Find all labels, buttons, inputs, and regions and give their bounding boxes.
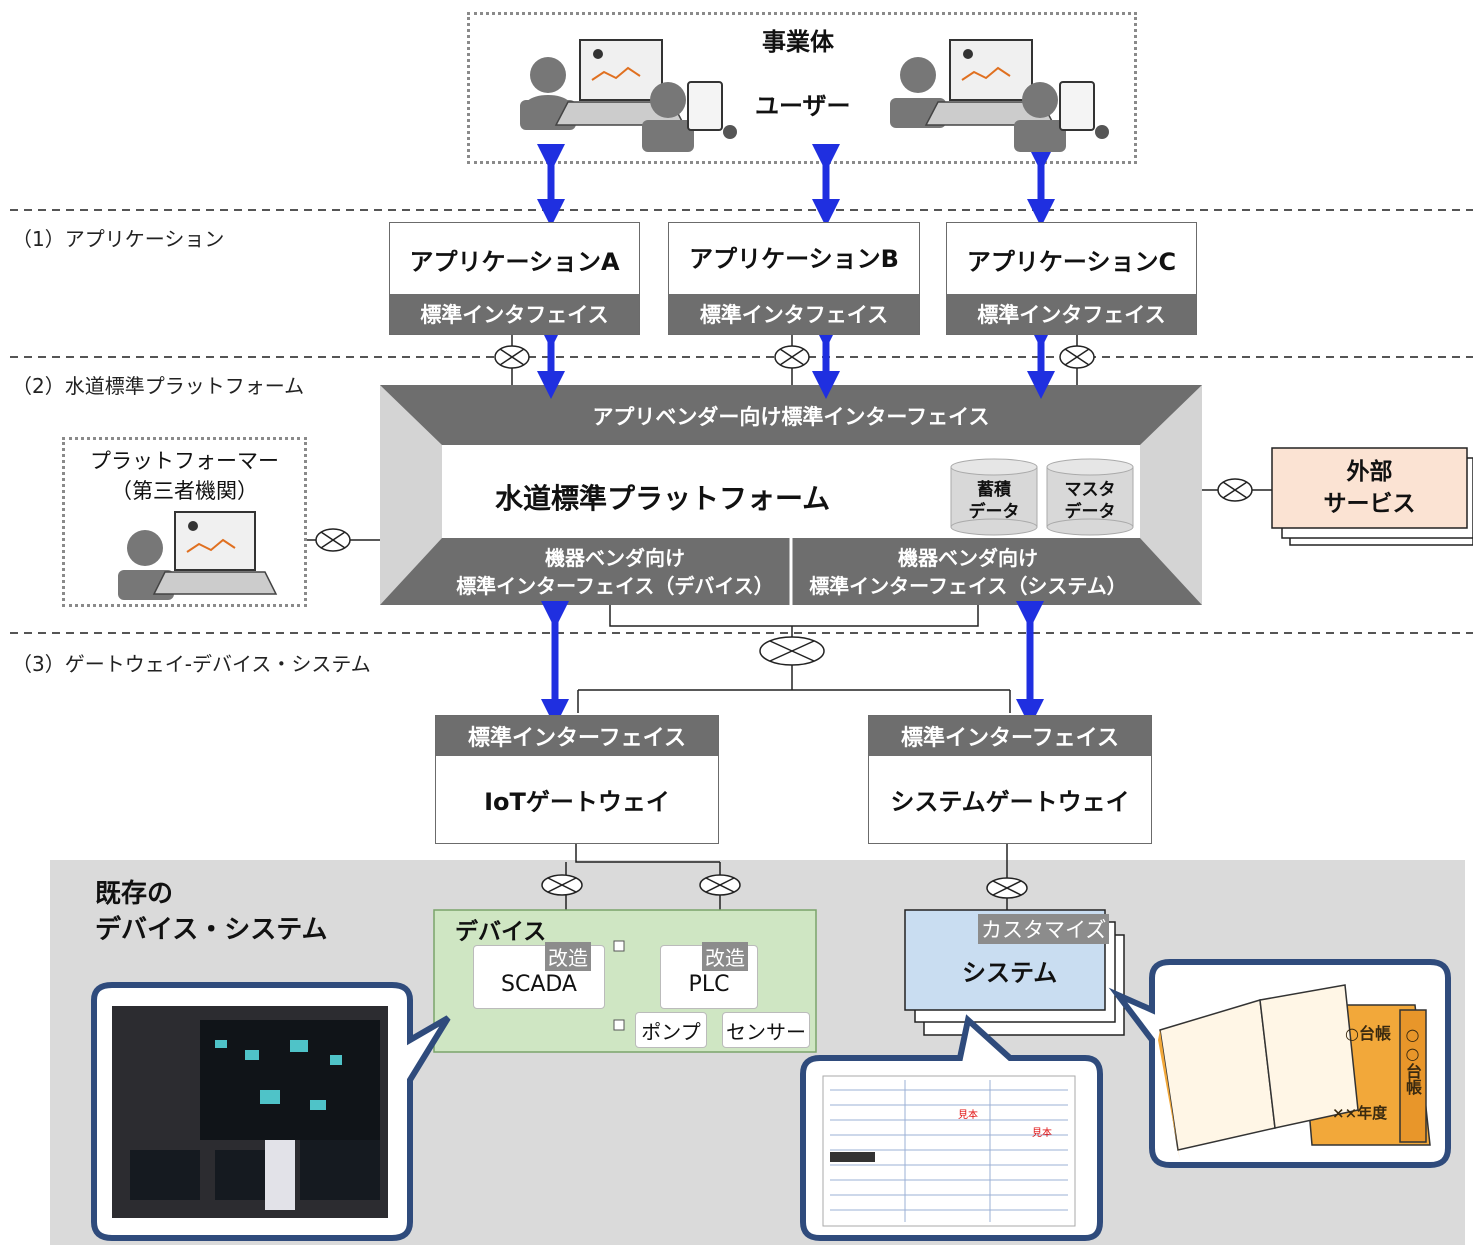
sensor-box: センサー <box>722 1012 810 1048</box>
junction-square <box>613 940 625 952</box>
app-interface-b: 標準インタフェイス <box>669 294 919 334</box>
plc-label: PLC <box>688 971 730 997</box>
app-name-c: アプリケーションC <box>966 247 1177 276</box>
db-accumulated-line1: 蓄積 <box>977 480 1011 500</box>
platformer-line2: （第三者機関） <box>111 479 258 503</box>
db-master-line2: データ <box>1064 502 1116 522</box>
external-service-label: 外部 サービス <box>1272 448 1467 528</box>
db-master-label: マスタ データ <box>1047 478 1133 524</box>
layer-label-gateway: （3）ゲートウェイ-デバイス・システム <box>12 652 371 676</box>
db-cylinder-accumulated <box>950 458 1038 536</box>
app-box-a: アプリケーションA 標準インタフェイス <box>389 222 640 335</box>
connector-symbol-appC <box>1059 345 1095 369</box>
app-name-b: アプリケーションB <box>689 244 899 273</box>
junction-square <box>613 1019 625 1031</box>
system-label: システム <box>962 959 1058 987</box>
platform-title: 水道標準プラットフォーム <box>495 482 831 515</box>
app-name-a: アプリケーションA <box>409 247 620 276</box>
existing-line1: 既存の <box>95 879 174 909</box>
person-icon <box>1014 82 1066 152</box>
platform-system-interface: 機器ベンダ向け 標準インターフェイス（システム） <box>793 543 1143 601</box>
app-interface-a: 標準インタフェイス <box>390 294 639 334</box>
plc-modification-tag: 改造 <box>702 942 748 971</box>
devices-title: デバイス <box>455 919 547 945</box>
document-stamp-2: 見本 <box>1032 1128 1052 1139</box>
system-gateway-interface: 標準インターフェイス <box>869 716 1151 756</box>
laptop-icon <box>924 39 1056 126</box>
business-entity-label: 事業体 <box>762 28 834 56</box>
laptop-icon <box>152 511 278 595</box>
scada-modification-tag: 改造 <box>545 942 591 971</box>
external-service-line2: サービス <box>1323 491 1416 517</box>
ledger-label-1: ○台帳 <box>1345 1024 1391 1043</box>
system-gateway-box: 標準インターフェイス システムゲートウェイ <box>868 715 1152 844</box>
platform-top-interface: アプリベンダー向け標準インターフェイス <box>592 404 990 429</box>
db-accumulated-label: 蓄積 データ <box>951 478 1037 524</box>
external-service-stack <box>1271 447 1473 546</box>
person-icon <box>520 57 576 130</box>
system-gateway-name: システムゲートウェイ <box>890 788 1130 816</box>
platformer-box <box>62 437 307 607</box>
sensor-label: センサー <box>726 1019 806 1044</box>
connector-symbol-scada <box>541 874 583 896</box>
ledger-label-2: ○○台帳 <box>1403 1025 1422 1095</box>
person-icon <box>642 82 694 152</box>
db-cylinder-master <box>1046 458 1134 536</box>
connector-symbol-system <box>986 877 1028 899</box>
scada-label: SCADA <box>501 971 577 997</box>
pump-label: ポンプ <box>641 1019 701 1044</box>
db-master-line1: マスタ <box>1064 480 1116 500</box>
ledger-label-3: ××年度 <box>1332 1104 1388 1122</box>
connector-symbol-external <box>1217 478 1253 502</box>
connector-symbol-platformer <box>315 528 351 552</box>
existing-label: 既存の デバイス・システム <box>95 876 327 948</box>
scada-box: SCADA <box>473 945 605 1009</box>
platformer-label: プラットフォーマー （第三者機関） <box>62 444 307 508</box>
document-stamp-1: 見本 <box>958 1110 978 1121</box>
tablet-icon <box>687 81 737 139</box>
callout-ledger <box>1108 959 1451 1168</box>
iot-gateway-interface: 標準インターフェイス <box>436 716 718 756</box>
connector-symbol-plc <box>699 874 741 896</box>
system-customize-tag: カスタマイズ <box>978 914 1110 944</box>
connector-symbol-appB <box>774 345 810 369</box>
app-box-b: アプリケーションB 標準インタフェイス <box>668 222 920 335</box>
callout-scada-photo <box>91 982 451 1241</box>
layer-label-applications: （1）アプリケーション <box>12 227 225 251</box>
iot-gateway-box: 標準インターフェイス IoTゲートウェイ <box>435 715 719 844</box>
book-icon <box>1158 984 1431 1160</box>
user-group-box <box>467 12 1137 164</box>
system-stack <box>904 909 1125 1036</box>
platform-device-interface-line1: 機器ベンダ向け <box>545 546 685 570</box>
external-service-line1: 外部 <box>1346 459 1393 485</box>
app-box-c: アプリケーションC 標準インタフェイス <box>946 222 1197 335</box>
layer-label-platform: （2）水道標準プラットフォーム <box>12 374 305 398</box>
platform-system-interface-line1: 機器ベンダ向け <box>898 546 1038 570</box>
pump-box: ポンプ <box>635 1012 707 1048</box>
platform-device-interface: 機器ベンダ向け 標準インターフェイス（デバイス） <box>440 543 790 601</box>
connector-symbol-appA <box>494 345 530 369</box>
connector-symbol-gateways <box>759 636 825 666</box>
iot-gateway-name: IoTゲートウェイ <box>484 788 670 816</box>
platform-system-interface-line2: 標準インターフェイス（システム） <box>809 574 1127 598</box>
platformer-line1: プラットフォーマー <box>90 449 279 473</box>
tablet-icon <box>1059 81 1109 139</box>
app-interface-c: 標準インタフェイス <box>947 294 1196 334</box>
users-label: ユーザー <box>755 92 851 120</box>
platform-device-interface-line2: 標準インターフェイス（デバイス） <box>456 574 774 598</box>
db-accumulated-line2: データ <box>968 502 1020 522</box>
callout-document <box>800 1014 1103 1241</box>
existing-line2: デバイス・システム <box>95 915 328 945</box>
